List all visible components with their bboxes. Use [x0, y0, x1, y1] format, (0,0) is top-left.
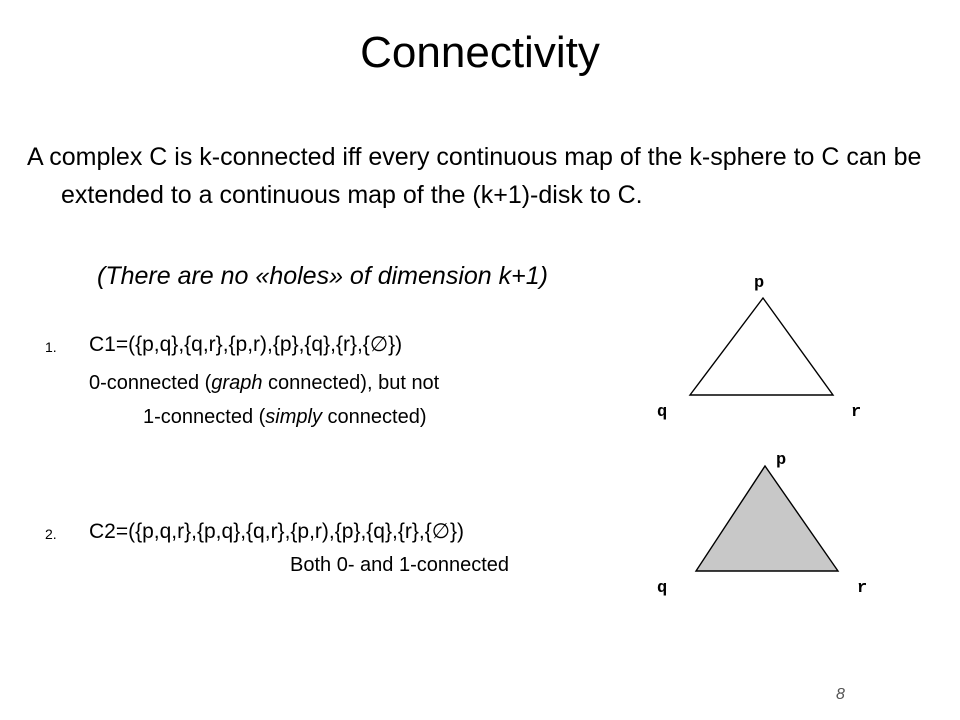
triangle-2-filled [694, 464, 840, 572]
item-1-number: 1. [45, 339, 57, 355]
item-1-line-2-em: simply [265, 406, 322, 428]
item-1-line-1-em: graph [211, 372, 263, 394]
item-1-line-1-pre: 0-connected ( [89, 372, 212, 394]
item-1-line-2-pre: 1-connected ( [143, 406, 266, 428]
triangle-2-vertex-p: p [776, 451, 787, 470]
item-1-line-1: 0-connected (graph connected), but not [89, 372, 439, 395]
item-1-formula: C1=({p,q},{q,r},{p,r),{p},{q},{r},{∅}) [89, 333, 403, 356]
item-1-line-2: 1-connected (simply connected) [143, 406, 426, 429]
page-number: 8 [836, 686, 845, 703]
item-2-number: 2. [45, 526, 57, 542]
item-1-line-2-post: connected) [321, 406, 427, 428]
item-2-formula: C2=({p,q,r},{p,q},{q,r},{p,r),{p},{q},{r… [89, 520, 465, 543]
triangle-1-vertex-p: p [754, 274, 765, 293]
item-2-line-1: Both 0- and 1-connected [290, 554, 510, 576]
triangle-1-outline [688, 296, 835, 396]
item-1-line-1-post: connected), but not [262, 372, 440, 394]
definition-text: A complex C is k-connected iff every con… [27, 143, 922, 209]
triangle-1-vertex-r: r [851, 403, 862, 422]
note-text: (There are no «holes» of dimension k+1) [97, 262, 548, 290]
triangle-1-vertex-q: q [657, 403, 668, 422]
triangle-2-vertex-q: q [657, 579, 668, 598]
slide-title: Connectivity [360, 28, 600, 77]
triangle-2-vertex-r: r [857, 579, 868, 598]
